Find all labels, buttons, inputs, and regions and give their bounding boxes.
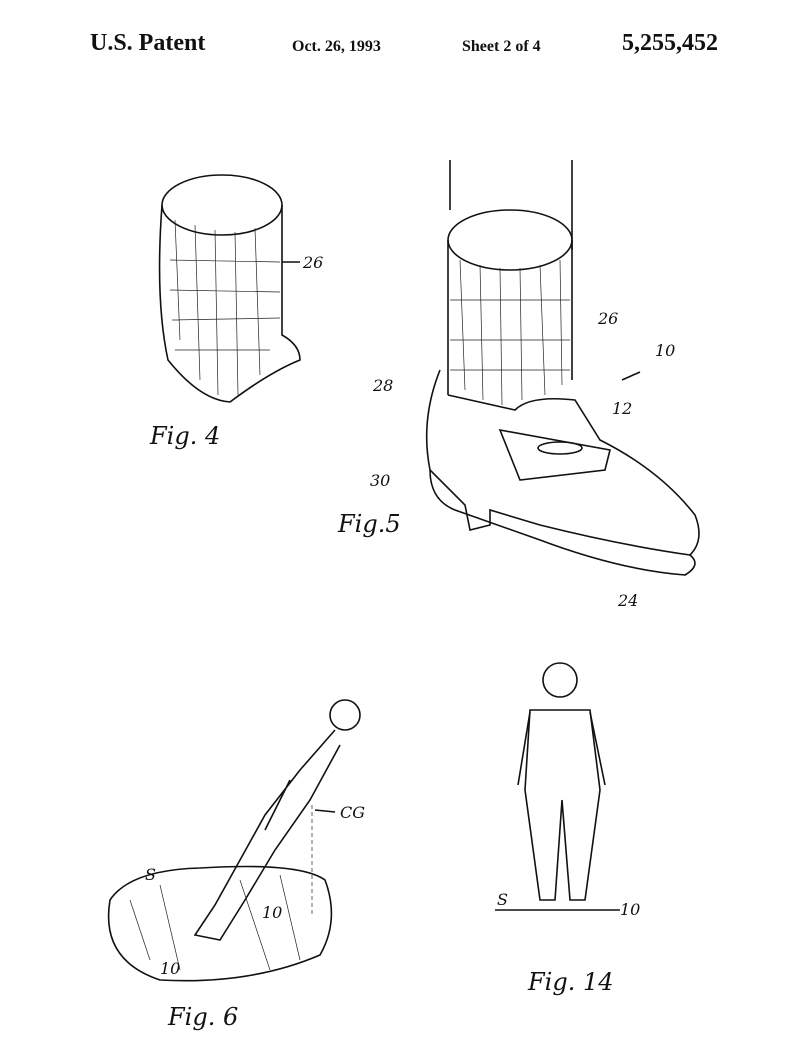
fig4-sleeve-drawing	[158, 174, 301, 403]
fig5-shoe-drawing	[425, 160, 700, 576]
fig6-label: Fig. 6	[167, 1003, 238, 1031]
fig14-ref-10: 10	[620, 900, 640, 919]
fig4-label: Fig. 4	[149, 422, 220, 450]
fig14-standing-person-drawing	[495, 662, 620, 911]
fig14-label: Fig. 14	[527, 968, 614, 996]
patent-number: 5,255,452	[622, 30, 718, 56]
fig4-ref-26: 26	[302, 253, 323, 272]
fig6-ref-cg: CG	[340, 803, 365, 822]
fig6-ref-10b: 10	[160, 959, 180, 978]
fig5-ref-10: 10	[655, 341, 675, 360]
fig5-ref-30: 30	[370, 471, 390, 490]
fig5-ref-24: 24	[617, 591, 638, 610]
fig5-ref-28: 28	[372, 376, 393, 395]
patent-title: U.S. Patent	[90, 30, 206, 56]
fig6-leaning-person-drawing	[107, 699, 361, 982]
fig6-ref-10a: 10	[262, 903, 282, 922]
fig5-label: Fig.5	[337, 510, 401, 538]
fig5-ref-26: 26	[597, 309, 618, 328]
fig5-ref-12: 12	[612, 399, 632, 418]
fig6-ref-s: S	[145, 865, 156, 884]
fig14-ref-s: S	[497, 890, 508, 909]
sheet-number: Sheet 2 of 4	[462, 38, 541, 55]
patent-date: Oct. 26, 1993	[292, 38, 381, 55]
